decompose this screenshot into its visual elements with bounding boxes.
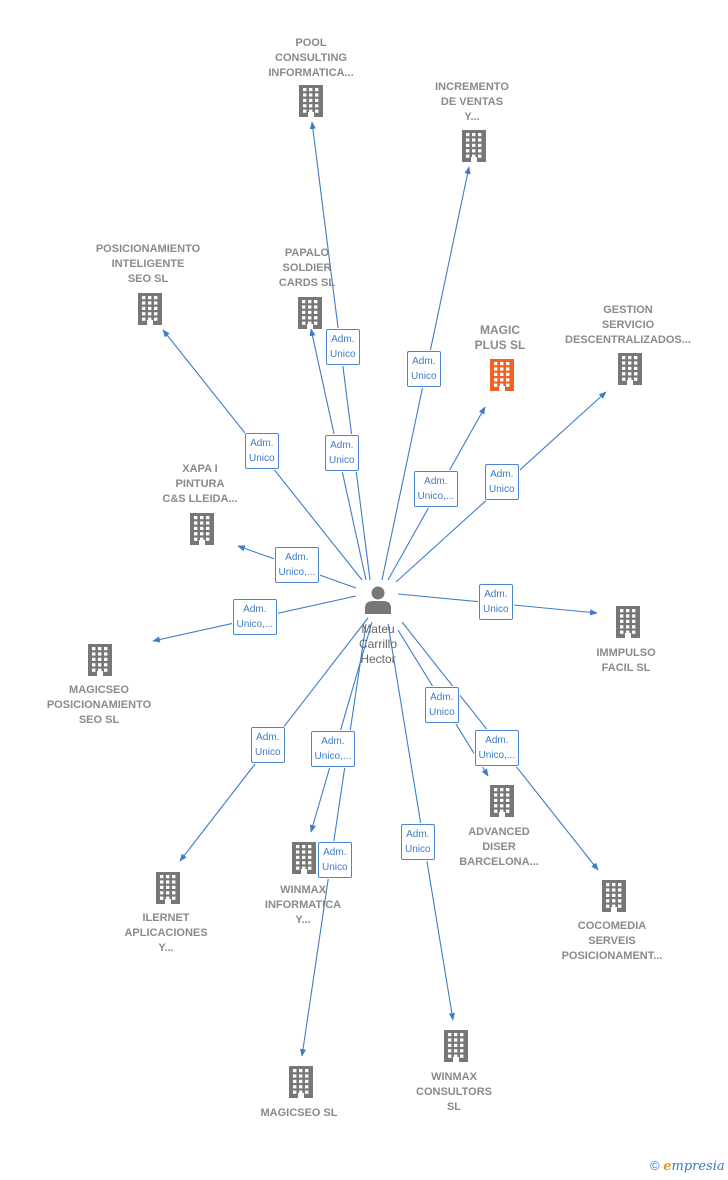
building-icon-magicseopos[interactable] <box>88 644 112 676</box>
brand-logo: empresia <box>663 1159 725 1174</box>
role-badge-impulso: Adm. Unico <box>479 584 513 620</box>
company-label-ilernet[interactable]: ILERNET APLICACIONES Y... <box>124 912 208 954</box>
building-icon-xapa[interactable] <box>190 513 214 545</box>
role-badge-xapa: Adm. Unico,... <box>274 547 320 583</box>
role-badge-cocomedia: Adm. Unico,... <box>474 730 520 766</box>
role-badge-magicseo: Adm. Unico <box>318 842 352 878</box>
footer-brand[interactable]: © empresia <box>650 1158 725 1174</box>
company-label-magicseo[interactable]: MAGICSEO SL <box>260 1107 338 1119</box>
building-icon-incremento[interactable] <box>462 130 486 162</box>
building-icon-impulso[interactable] <box>616 606 640 638</box>
copyright-icon: © <box>650 1158 660 1173</box>
person-label[interactable]: Mateu Carrillo Hector <box>358 622 397 666</box>
building-icon-winmaxinf[interactable] <box>292 842 316 874</box>
edge-winmaxcons <box>387 623 455 1021</box>
company-label-incremento[interactable]: INCREMENTO DE VENTAS Y... <box>435 81 509 123</box>
building-icon-gestion[interactable] <box>618 353 642 385</box>
building-icon-papalo[interactable] <box>298 297 322 329</box>
building-icon-ilernet[interactable] <box>156 872 180 904</box>
building-icon-pool[interactable] <box>299 85 323 117</box>
role-badge-ilernet: Adm. Unico <box>251 727 285 763</box>
role-badge-winmaxcons: Adm. Unico <box>401 824 435 860</box>
person-icon[interactable] <box>365 586 391 615</box>
company-label-posicionamiento[interactable]: POSICIONAMIENTO INTELIGENTE SEO SL <box>95 243 201 285</box>
company-label-cocomedia[interactable]: COCOMEDIA SERVEIS POSICIONAMENT... <box>561 920 663 962</box>
company-label-papalo[interactable]: PAPALO SOLDIER CARDS SL <box>278 247 336 289</box>
building-icon-advanced[interactable] <box>490 785 514 817</box>
company-label-gestion[interactable]: GESTION SERVICIO DESCENTRALIZADOS... <box>565 304 691 346</box>
nodes-layer <box>88 85 642 1098</box>
role-badge-pool: Adm. Unico <box>326 329 360 365</box>
company-label-magicplus[interactable]: MAGIC PLUS SL <box>474 323 526 352</box>
role-badge-magicplus: Adm. Unico,... <box>413 471 459 507</box>
company-label-winmaxcons[interactable]: WINMAX CONSULTORS SL <box>416 1071 492 1113</box>
edge-magicseo <box>299 623 367 1057</box>
edge-winmaxinf <box>309 621 373 833</box>
role-badge-posicionamiento: Adm. Unico <box>245 433 279 469</box>
building-icon-magicplus[interactable] <box>490 359 514 391</box>
building-icon-cocomedia[interactable] <box>602 880 626 912</box>
role-badge-papalo: Adm. Unico <box>325 435 359 471</box>
company-label-winmaxinf[interactable]: WINMAX INFORMATICA Y... <box>264 884 342 926</box>
role-badge-gestion: Adm. Unico <box>485 464 519 500</box>
company-label-magicseopos[interactable]: MAGICSEO POSICIONAMIENTO SEO SL <box>46 684 152 726</box>
company-label-advanced[interactable]: ADVANCED DISER BARCELONA... <box>459 826 539 868</box>
role-badge-winmaxinf: Adm. Unico,... <box>310 731 356 767</box>
role-badge-magicseopos: Adm. Unico,... <box>232 599 278 635</box>
company-label-xapa[interactable]: XAPA I PINTURA C&S LLEIDA... <box>162 463 238 505</box>
building-icon-winmaxcons[interactable] <box>444 1030 468 1062</box>
role-badge-advanced: Adm. Unico <box>425 687 459 723</box>
company-label-impulso[interactable]: IMMPULSO FACIL SL <box>596 647 656 674</box>
company-label-pool[interactable]: POOL CONSULTING INFORMATICA... <box>268 37 354 79</box>
building-icon-magicseo[interactable] <box>289 1066 313 1098</box>
building-icon-posicionamiento[interactable] <box>138 293 162 325</box>
role-badge-incremento: Adm. Unico <box>407 351 441 387</box>
